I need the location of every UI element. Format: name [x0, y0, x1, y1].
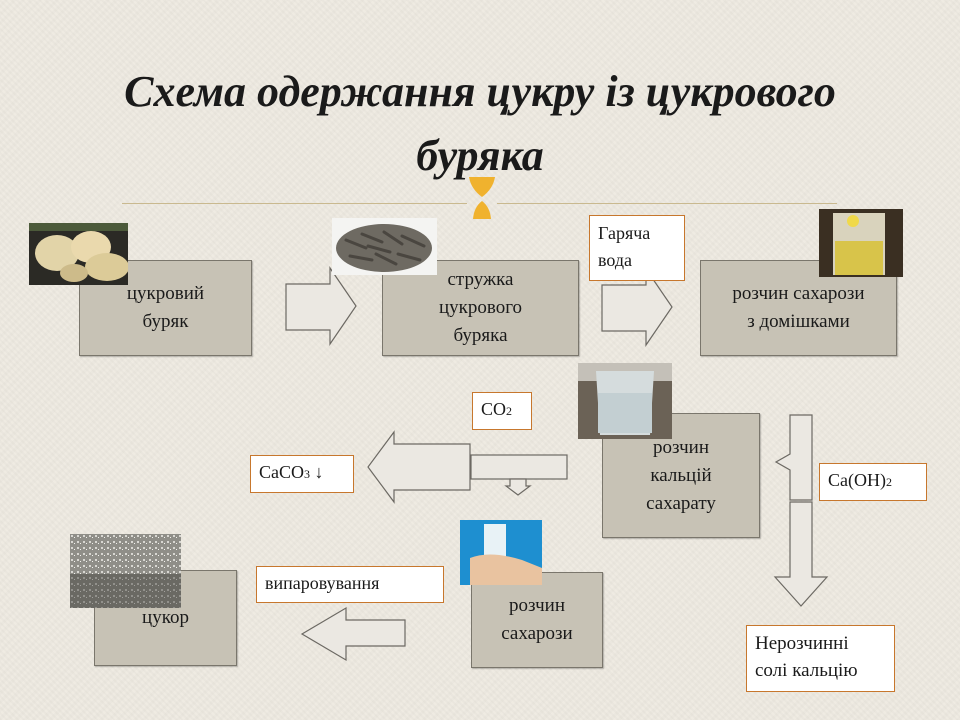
ornament-icon	[469, 177, 495, 219]
tag-caco3: CaCO3 ↓	[250, 455, 354, 493]
glass-water-photo	[578, 363, 672, 439]
tag-ca-oh2: Ca(OH)2	[819, 463, 927, 501]
sugar-crystals-photo	[70, 534, 181, 608]
tag-evaporation: випаровування	[256, 566, 444, 603]
box-insoluble-salts: Нерозчинні солі кальцію	[746, 625, 895, 692]
tag-hot-water: Гаряча вода	[589, 215, 685, 281]
box-beet-shavings-label: стружка цукрового буряка	[438, 269, 523, 346]
tag-caco3-down-arrow: ↓	[310, 462, 324, 482]
arrow-to-insoluble	[773, 501, 829, 607]
title-divider-right	[497, 203, 837, 204]
box-sugar-beet-label: цукровий буряк	[126, 283, 205, 332]
beet-shavings-photo	[332, 218, 437, 275]
beaker-yellow-photo	[819, 209, 903, 277]
arrow-beet-to-shavings	[285, 266, 357, 346]
box-sucrose-solution-label: розчин сахарози	[501, 595, 573, 644]
slide-title: Схема одержання цукру із цукрового буряк…	[124, 67, 836, 180]
tag-co2-subscript: 2	[506, 404, 513, 418]
box-insoluble-salts-label: Нерозчинні солі кальцію	[755, 633, 858, 681]
hand-glass-photo	[460, 520, 542, 585]
arrow-down-small	[504, 478, 532, 496]
tag-ca-oh2-label: Ca(OH)	[828, 470, 886, 490]
tag-ca-oh2-subscript: 2	[885, 475, 892, 489]
box-sucrose-solution: розчин сахарози	[471, 572, 603, 668]
arrow-to-caco3	[367, 430, 471, 504]
tag-hot-water-label: Гаряча вода	[598, 223, 651, 270]
co2-bar	[470, 454, 568, 480]
arrow-shavings-to-solution	[601, 267, 673, 347]
arrow-caoh2-in	[774, 414, 813, 501]
tag-caco3-subscript: 3	[304, 467, 310, 481]
box-sucrose-impurities: розчин сахарози з домішками	[700, 260, 897, 356]
tag-co2: CO2	[472, 392, 532, 430]
box-beet-shavings: стружка цукрового буряка	[382, 260, 579, 356]
box-calcium-saccharate-label: розчин кальцій сахарату	[646, 436, 716, 514]
tag-evaporation-label: випаровування	[265, 573, 380, 593]
title-divider-left	[122, 203, 467, 204]
box-sugar-label: цукор	[142, 607, 189, 628]
arrow-to-sugar	[300, 606, 406, 662]
sugar-beet-photo	[29, 223, 128, 285]
tag-co2-label: CO	[481, 399, 507, 419]
box-sucrose-impurities-label: розчин сахарози з домішками	[732, 283, 865, 332]
tag-caco3-label: CaCO	[259, 462, 304, 482]
